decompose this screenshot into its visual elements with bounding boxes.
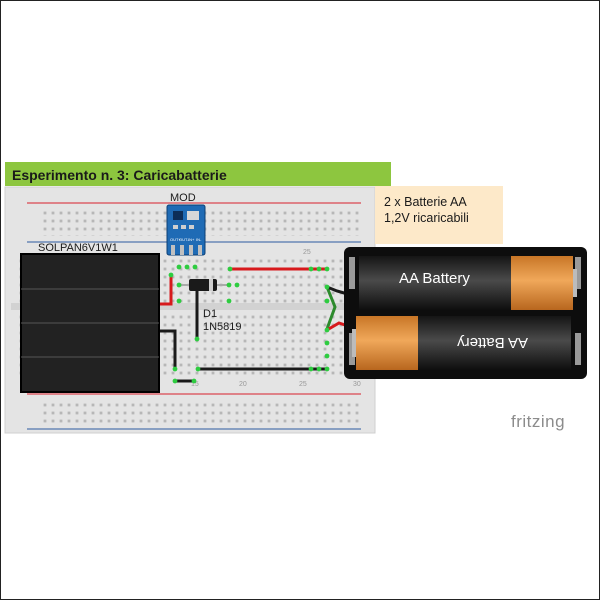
module-pin-label: IN- — [196, 237, 202, 242]
module-smd — [173, 225, 178, 229]
connection-dot — [226, 282, 232, 288]
connection-dot — [324, 284, 330, 290]
battery-label: AA Battery — [457, 334, 528, 351]
connection-dot — [316, 266, 322, 272]
module-pin — [198, 245, 202, 255]
battery-contact — [575, 257, 581, 289]
connection-dot — [234, 282, 240, 288]
connection-dot — [184, 264, 190, 270]
column-label: 25 — [303, 249, 311, 256]
battery-note: 2 x Batterie AA 1,2V ricaricabili — [375, 186, 503, 244]
diode-ref: D1 — [203, 308, 217, 320]
connection-dot — [324, 298, 330, 304]
diagram-title: Esperimento n. 3: Caricabatterie — [12, 167, 227, 183]
bottom-rail-holes — [41, 401, 363, 427]
solar-panel-label: SOLPAN6V1W1 — [38, 242, 118, 254]
diode-part: 1N5819 — [203, 321, 242, 333]
title-bar: Esperimento n. 3: Caricabatterie — [5, 162, 391, 186]
connection-dot — [227, 266, 233, 272]
connection-dot — [324, 353, 330, 359]
module-smd — [181, 225, 186, 229]
connection-dot — [176, 282, 182, 288]
connection-dot — [172, 378, 178, 384]
solar-negative-wire — [160, 329, 177, 369]
solar-positive-wire — [160, 275, 173, 306]
connection-dot — [324, 366, 330, 372]
green-jumper — [325, 286, 337, 330]
charger-module: OUT+ OUT- IN+ IN- — [166, 204, 206, 256]
connection-dot — [195, 366, 201, 372]
module-pin — [180, 245, 184, 255]
module-chip — [173, 211, 183, 220]
battery-contact — [575, 333, 581, 365]
connection-dot — [308, 266, 314, 272]
column-label: 25 — [299, 381, 307, 388]
module-usb-port — [187, 211, 199, 220]
solar-panel — [20, 253, 160, 393]
battery-label: AA Battery — [399, 270, 470, 287]
module-label: MOD — [170, 192, 196, 204]
module-pin-label: IN+ — [188, 237, 195, 242]
module-pin-label: OUT+ — [170, 237, 181, 242]
battery-holder: AA Battery AA Battery — [344, 247, 587, 379]
connection-dot — [191, 378, 197, 384]
connection-dot — [172, 366, 178, 372]
fritzing-watermark: fritzing — [511, 412, 565, 431]
connection-dot — [308, 366, 314, 372]
battery-bottom: AA Battery — [352, 316, 571, 370]
column-label: 30 — [353, 381, 361, 388]
center-channel — [11, 303, 375, 310]
module-pin — [171, 245, 175, 255]
connection-dots — [168, 264, 330, 384]
battery-terminal — [573, 269, 577, 297]
connection-dot — [176, 298, 182, 304]
module-pin-label: OUT- — [179, 237, 189, 242]
note-line-1: 2 x Batterie AA — [384, 195, 467, 209]
module-pin — [189, 245, 193, 255]
battery-terminal — [352, 329, 356, 357]
connection-dot — [168, 272, 174, 278]
connection-dot — [176, 264, 182, 270]
diode-cathode-band — [209, 279, 213, 291]
connection-dot — [316, 366, 322, 372]
note-line-2: 1,2V ricaricabili — [384, 211, 469, 225]
column-label: 15 — [191, 381, 199, 388]
module-smd — [189, 225, 194, 229]
connection-dot — [324, 340, 330, 346]
battery-top: AA Battery — [359, 256, 577, 310]
diode — [181, 279, 227, 291]
connection-dot — [324, 327, 330, 333]
connection-dot — [324, 266, 330, 272]
column-label: 20 — [239, 381, 247, 388]
battery-contact — [349, 257, 355, 289]
connection-dot — [226, 298, 232, 304]
connection-dot — [194, 336, 200, 342]
connection-dot — [192, 264, 198, 270]
